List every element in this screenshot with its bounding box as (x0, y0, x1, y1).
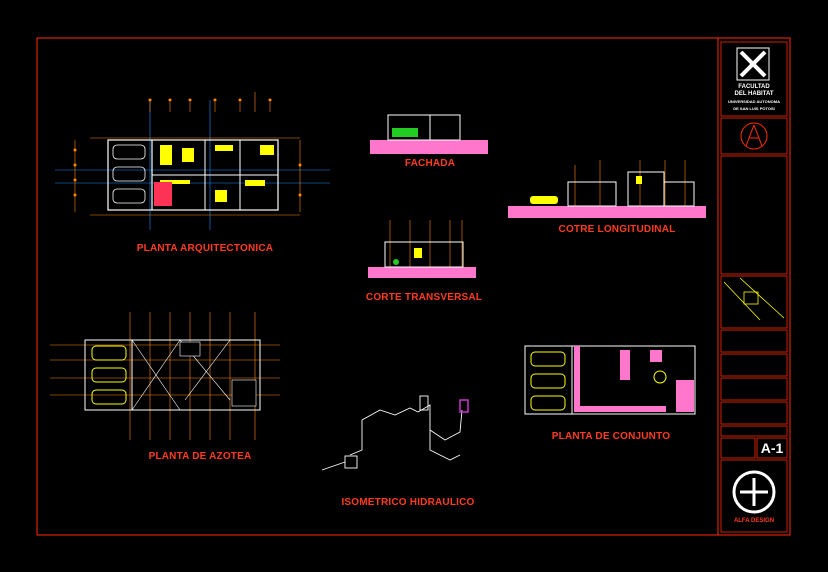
isometrico-hidraulico-label: ISOMETRICO HIDRAULICO (341, 497, 475, 508)
firm-logo (732, 470, 776, 514)
planta-conjunto-label: PLANTA DE CONJUNTO (551, 431, 671, 442)
corte-longitudinal-label: COTRE LONGITUDINAL (558, 224, 676, 235)
university-name-line2: DE SAN LUIS POTOSI (733, 106, 775, 111)
sheet-border (36, 37, 791, 536)
title-block-grid (720, 41, 788, 533)
isometrico-hidraulico-drawing (321, 395, 463, 471)
faculty-name-line1: FACULTAD (738, 84, 770, 90)
planta-arquitectonica-drawing (55, 92, 330, 230)
location-map-thumbnail (723, 277, 785, 321)
fachada-drawing (370, 114, 488, 154)
isometric-heater (459, 399, 469, 413)
fachada-label: FACHADA (404, 158, 456, 169)
north-arrow-icon (740, 122, 768, 150)
sheet-number: A-1 (760, 440, 784, 456)
corte-transversal-drawing (368, 220, 476, 278)
firm-name: ALFA DESIGN (733, 518, 775, 524)
planta-arquitectonica-label: PLANTA ARQUITECTONICA (136, 243, 274, 254)
corte-transversal-label: CORTE TRANSVERSAL (365, 292, 483, 303)
planta-conjunto-drawing (524, 345, 696, 415)
university-name-line1: UNIVERSIDAD AUTONOMA (727, 99, 781, 104)
planta-azotea-label: PLANTA DE AZOTEA (148, 451, 252, 462)
corte-longitudinal-drawing (508, 160, 706, 218)
planta-azotea-drawing (50, 312, 280, 440)
university-logo (736, 47, 770, 81)
faculty-name-line2: DEL HABITAT (734, 91, 774, 97)
